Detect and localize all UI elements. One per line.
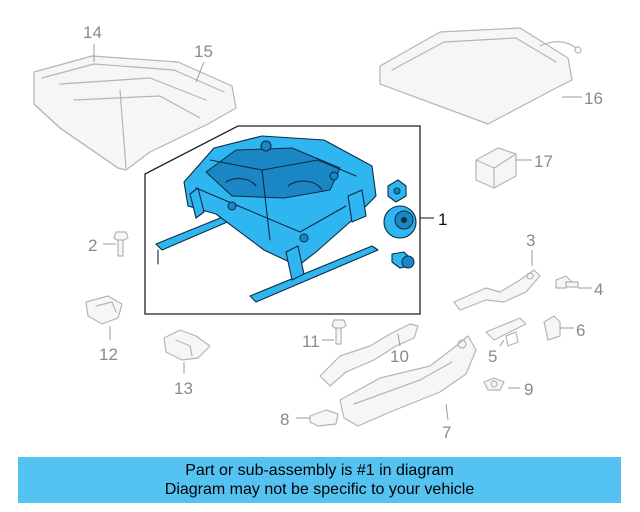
callout-14: 14	[83, 23, 102, 42]
part-12-callout: 12	[99, 326, 118, 364]
part-4-callout: 4	[578, 280, 603, 299]
part-13-callout: 13	[174, 362, 193, 398]
callout-1: 1	[438, 210, 447, 229]
callout-17: 17	[534, 152, 553, 171]
part-12-bracket	[85, 295, 123, 325]
callout-7: 7	[442, 423, 451, 442]
part-10-callout: 10	[390, 333, 409, 366]
part-5-clip	[485, 317, 527, 347]
callout-15: 15	[194, 42, 213, 61]
callout-2: 2	[88, 236, 97, 255]
callout-8: 8	[280, 410, 289, 429]
callout-4: 4	[594, 280, 603, 299]
part-7-side-shield	[339, 335, 477, 427]
part-11-callout: 11	[302, 332, 334, 351]
callout-9: 9	[524, 380, 533, 399]
callout-5: 5	[488, 347, 497, 366]
part-6-cover	[543, 315, 561, 341]
banner-line-2: Diagram may not be specific to your vehi…	[164, 481, 475, 498]
callout-13: 13	[174, 379, 193, 398]
part-7-callout: 7	[442, 403, 451, 442]
info-banner-background	[18, 457, 621, 503]
part-16-callout: 16	[562, 89, 603, 108]
part-16-heater-mat	[379, 27, 582, 125]
banner-line-1: Part or sub-assembly is #1 in diagram	[185, 462, 454, 479]
part-6-callout: 6	[560, 321, 585, 340]
part-17-callout: 17	[516, 152, 553, 171]
part-10-trim	[319, 323, 419, 387]
part-14-callout: 14	[83, 23, 102, 62]
part-14-seat-cushion	[33, 55, 237, 171]
part-5-callout: 5	[488, 339, 505, 366]
part-17-module	[475, 147, 517, 189]
part-1-callout: 1	[420, 210, 447, 229]
part-9-fastener	[483, 377, 505, 391]
part-8-clip	[309, 409, 339, 427]
part-9-callout: 9	[508, 380, 533, 399]
part-3-link	[453, 269, 541, 311]
part-15-callout: 15	[194, 42, 213, 83]
part-3-callout: 3	[526, 231, 535, 266]
part-13-bracket	[163, 329, 211, 361]
callout-11: 11	[302, 332, 320, 351]
callout-6: 6	[576, 321, 585, 340]
callout-3: 3	[526, 231, 535, 250]
callout-12: 12	[99, 345, 118, 364]
part-4-bolt	[555, 275, 579, 289]
part-1-seat-frame	[155, 135, 417, 303]
callout-16: 16	[584, 89, 603, 108]
part-2-callout: 2	[88, 236, 116, 255]
part-2-bolt	[113, 231, 129, 257]
part-8-callout: 8	[280, 410, 310, 429]
part-11-bolt	[331, 319, 347, 345]
info-banner: Part or sub-assembly is #1 in diagram Di…	[18, 457, 621, 503]
callout-10: 10	[390, 347, 409, 366]
